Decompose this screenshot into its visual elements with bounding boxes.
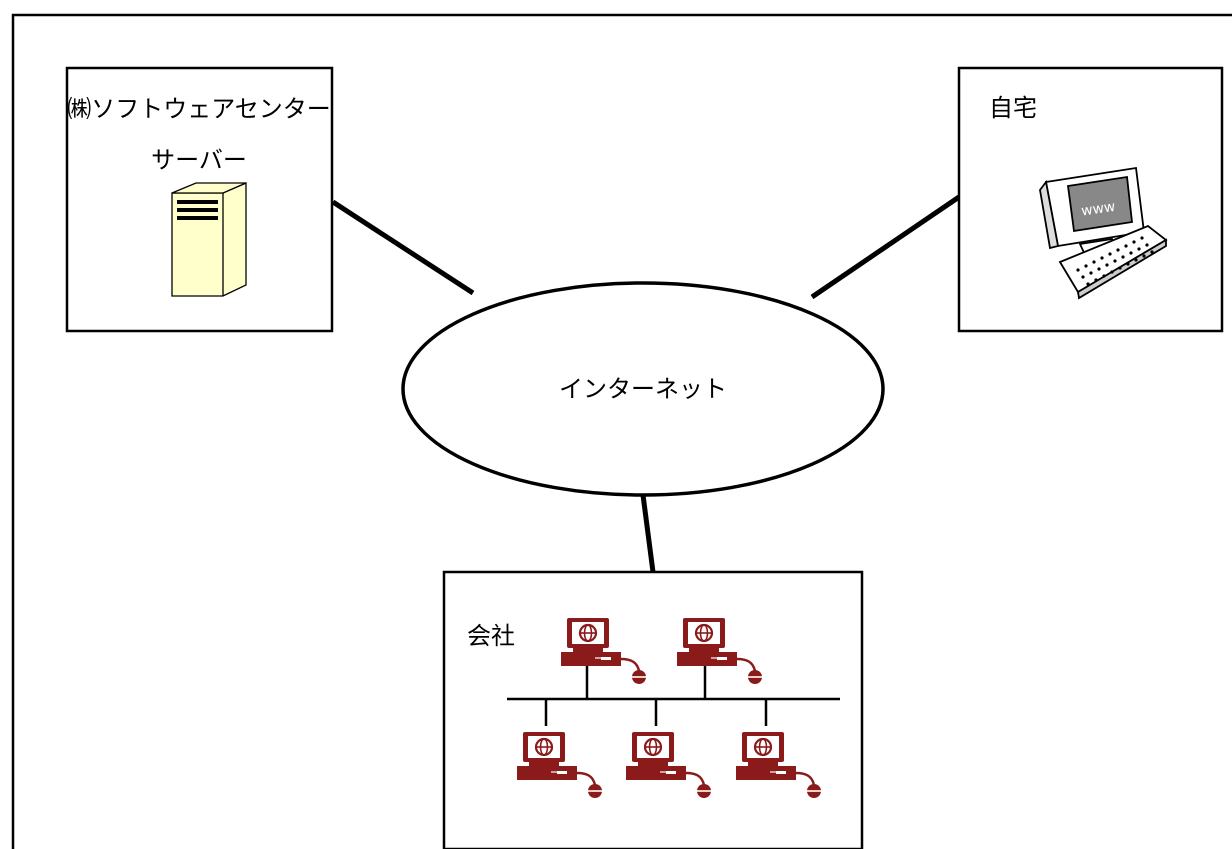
internet-label: インターネット — [559, 375, 727, 403]
company-title: 会社 — [467, 622, 515, 650]
lan-bus — [507, 666, 840, 726]
home-title: 自宅 — [989, 94, 1037, 122]
link-company-internet — [640, 494, 656, 573]
link-server-internet — [331, 199, 475, 296]
server-title: ㈱ソフトウェアセンター — [67, 95, 331, 123]
server-tower-icon — [171, 182, 247, 297]
screen-text: www — [1080, 199, 1116, 220]
outer-frame — [11, 13, 1232, 849]
desktop-computer-icon: www — [1039, 166, 1168, 300]
internet-ellipse — [401, 281, 885, 497]
link-home-internet — [810, 194, 961, 300]
server-subtitle: サーバー — [151, 146, 247, 174]
company-box — [442, 570, 864, 849]
